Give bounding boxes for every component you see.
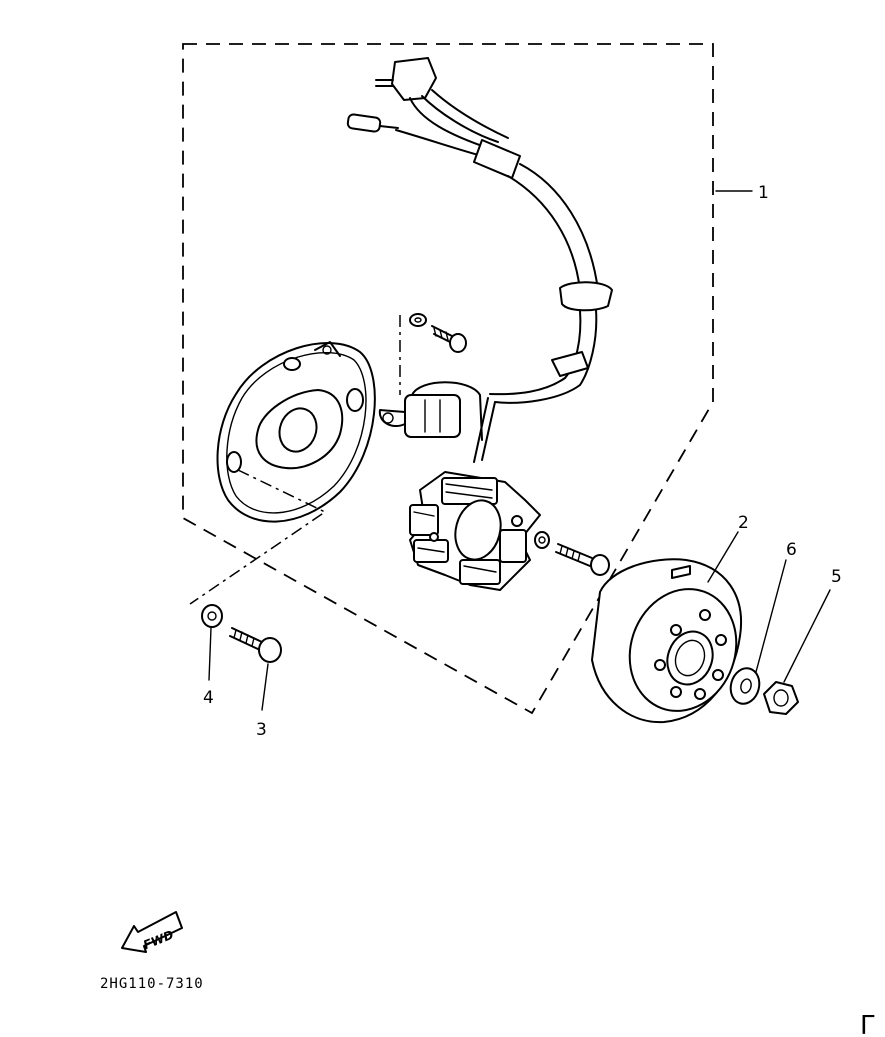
wire-harness: [346, 57, 613, 463]
callout-3: 3: [256, 720, 267, 740]
pickup-coil: [378, 313, 483, 441]
callout-6: 6: [786, 540, 797, 560]
washer-6: [729, 559, 787, 705]
fwd-arrow-icon: FWD: [121, 911, 183, 953]
callout-4: 4: [203, 688, 214, 708]
screw-3: [229, 627, 282, 711]
nut-5: [763, 589, 831, 715]
corner-mark: Γ: [860, 1011, 875, 1037]
rotor: [591, 531, 742, 724]
stator-coil: [409, 471, 541, 591]
callout-1: 1: [758, 183, 769, 203]
assembly-boundary: [182, 43, 714, 715]
washer-4: [201, 604, 223, 681]
plate-screw-guide: [189, 469, 327, 605]
callout-2: 2: [738, 513, 749, 533]
drawing-code: 2HG110-7310: [100, 976, 204, 992]
stator-screw: [534, 531, 610, 576]
base-plate: [216, 341, 376, 523]
callout-5: 5: [831, 567, 842, 587]
